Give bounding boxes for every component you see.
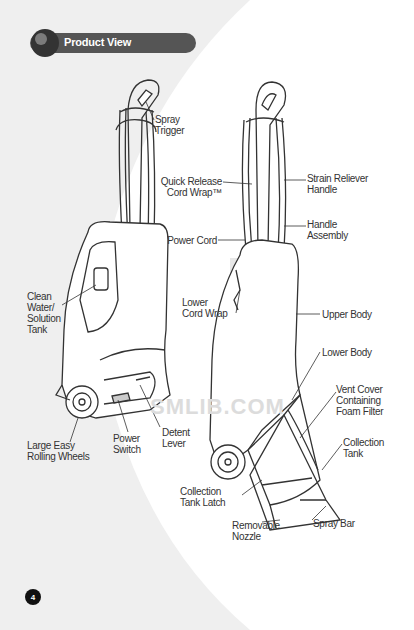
handle-assembly-label: Handle Assembly (307, 219, 359, 241)
background-arc (0, 0, 250, 630)
watermark: SMLIB.COM (150, 394, 290, 420)
vent-cover-label: Vent Cover Containing Foam Filter (336, 384, 396, 417)
upper-body-label: Upper Body (322, 309, 382, 320)
page-number: 4 (31, 593, 35, 602)
cord-wrap-label: Quick Release Cord Wrap™ (160, 176, 222, 198)
header-sphere (31, 29, 59, 57)
wheels-label: Large Easy Rolling Wheels (27, 440, 97, 462)
tank-latch-label: Collection Tank Latch (180, 486, 240, 508)
lower-body-label: Lower Body (322, 347, 382, 358)
page-number-circle: 4 (25, 589, 41, 605)
left-cleaner (56, 80, 170, 418)
right-cleaner (210, 82, 340, 530)
header-highlight (35, 33, 47, 45)
collection-tank-label: Collection Tank (343, 437, 395, 459)
power-switch-label: Power Switch (113, 433, 147, 455)
nozzle-label: Removable Nozzle (232, 520, 282, 542)
handle-label: Strain Reliever Handle (307, 173, 369, 195)
page-title: Product View (64, 36, 131, 48)
power-cord-label: Power Cord (160, 235, 217, 246)
spray-bar-label: Spray Bar (313, 518, 363, 529)
spray-trigger-label: Spray Trigger (155, 114, 195, 136)
lower-cord-wrap-label: Lower Cord Wrap (182, 297, 230, 319)
leader-lines (62, 102, 342, 522)
tank-label: Clean Water/ Solution Tank (27, 291, 63, 335)
detent-lever-label: Detent Lever (162, 427, 196, 449)
